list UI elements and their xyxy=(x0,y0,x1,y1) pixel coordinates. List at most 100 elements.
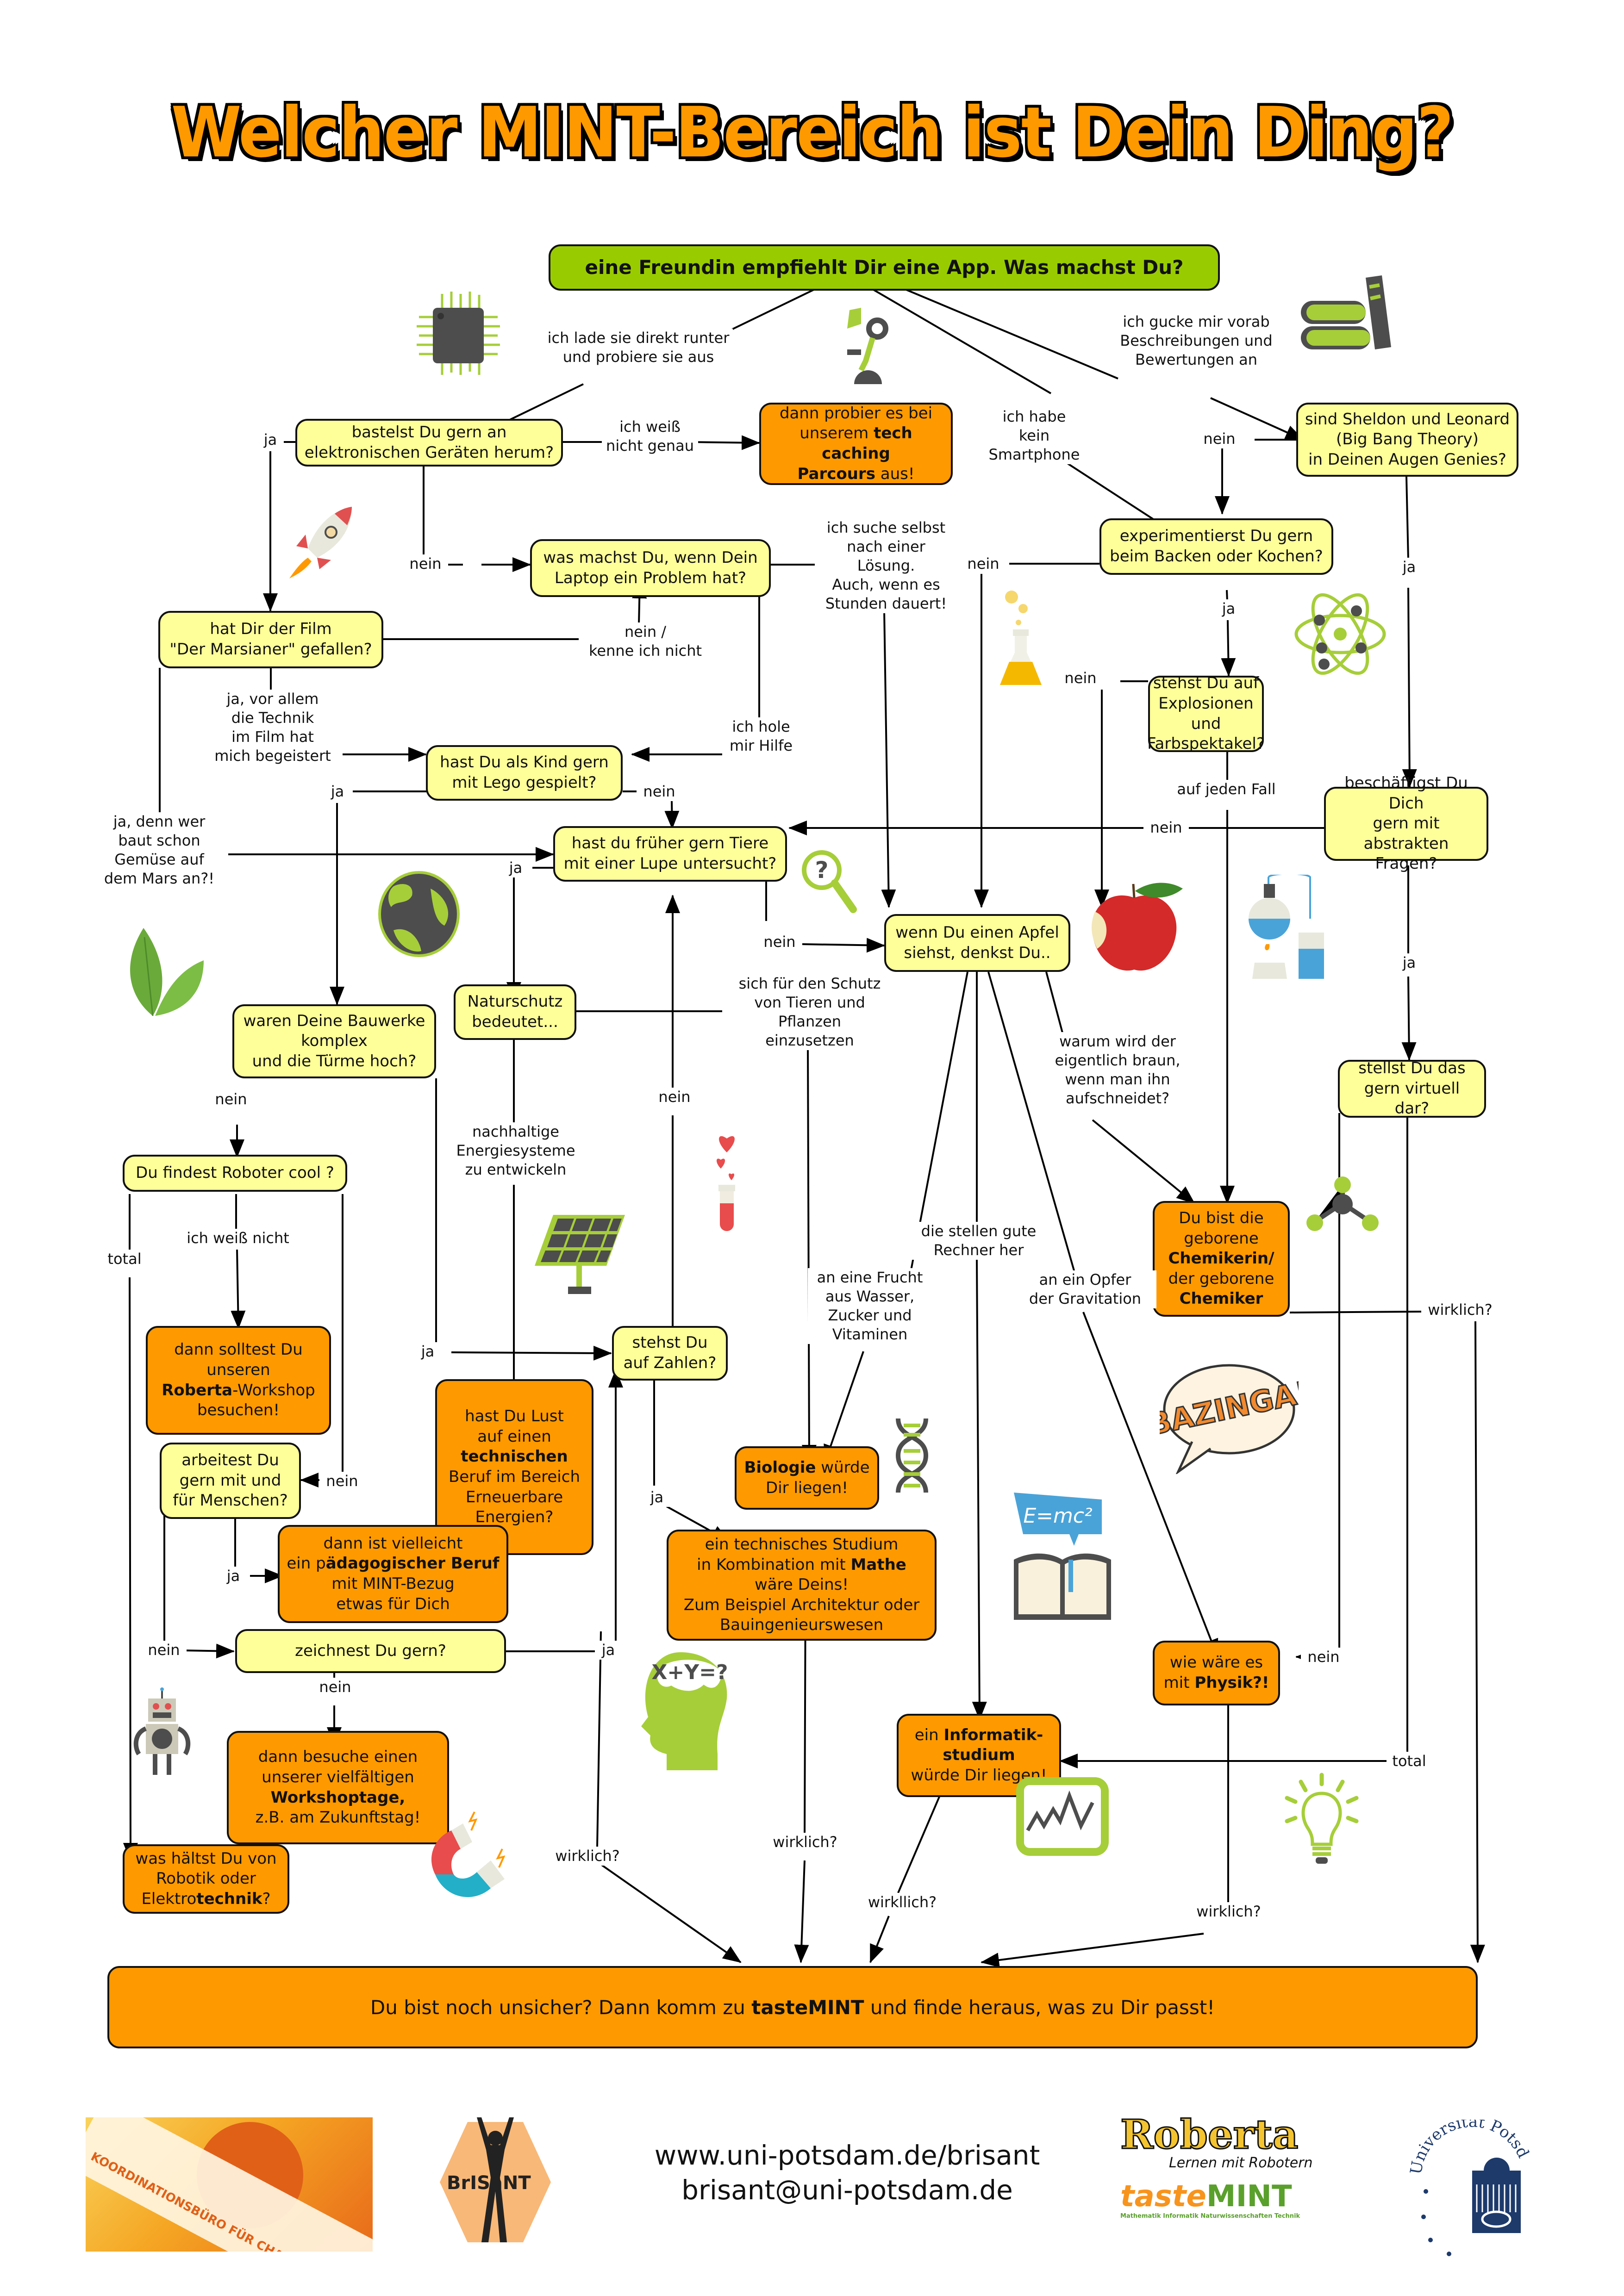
edge-label: ja xyxy=(414,1342,441,1361)
roberta-tagline: Lernen mit Robotern xyxy=(1169,2155,1313,2171)
answer-roberta-workshop[interactable]: dann solltest Du unseren Roberta-Worksho… xyxy=(146,1326,331,1435)
answer-biologie[interactable]: Biologie würde Dir liegen! xyxy=(735,1446,879,1510)
question-roboter[interactable]: Du findest Roboter cool ? xyxy=(123,1155,347,1192)
final-banner[interactable]: Du bist noch unsicher? Dann komm zu tast… xyxy=(107,1966,1478,2048)
tastemint-tagline: Mathematik Informatik Naturwissenschafte… xyxy=(1120,2213,1300,2220)
answer-chemiker[interactable]: Du bist die geborene Chemikerin/ der geb… xyxy=(1153,1201,1290,1317)
question-zahlen[interactable]: stehst Du auf Zahlen? xyxy=(612,1326,728,1381)
email-link[interactable]: brisant@uni-potsdam.de xyxy=(681,2174,1013,2206)
edge-label: ich suche selbst nach einer Lösung. Auch… xyxy=(815,518,957,613)
edge-label: warum wird der eigentlich braun, wenn ma… xyxy=(1042,1032,1193,1108)
answer-text-bold: Mathe xyxy=(850,1555,906,1574)
answer-text-bold: Chemiker xyxy=(1179,1289,1263,1308)
question-marsianer[interactable]: hat Dir der Film "Der Marsianer" gefalle… xyxy=(158,611,383,668)
molecule-icon xyxy=(1306,1176,1379,1231)
dna-icon xyxy=(895,1418,929,1493)
bazinga-speech-bubble-icon: BAZINGA! xyxy=(1160,1364,1299,1474)
uni-potsdam-logo-text: Universität Potsdam xyxy=(1395,2105,1533,2176)
answer-text-bold: technischen xyxy=(461,1447,568,1466)
rocket-icon xyxy=(289,507,352,579)
edge-label: nein xyxy=(961,554,1006,573)
edge-label: nein xyxy=(208,1090,254,1109)
edge-label: ja xyxy=(595,1641,622,1660)
answer-text: der geborene xyxy=(1168,1269,1274,1288)
roberta-tastemint-logos: Roberta Lernen mit Robotern tasteMINT Ma… xyxy=(1120,2114,1315,2254)
answer-text: ? xyxy=(262,1889,271,1908)
question-naturschutz[interactable]: Naturschutz bedeutet... xyxy=(454,984,576,1040)
question-virtuell[interactable]: stellst Du das gern virtuell dar? xyxy=(1338,1059,1486,1118)
answer-workshoptage[interactable]: dann besuche einen unserer vielfältigen … xyxy=(227,1731,449,1844)
books-icon xyxy=(1301,275,1391,349)
edge-label: ja xyxy=(220,1567,247,1586)
edge-label: total xyxy=(102,1250,147,1269)
edge-label: nein / kenne ich nicht xyxy=(579,622,712,660)
answer-text: dann solltest Du unseren xyxy=(174,1340,303,1379)
edge-start-sheldon xyxy=(905,288,1118,380)
edge-label: ja xyxy=(257,430,284,449)
answer-text: dann besuche einen unserer vielfältigen xyxy=(258,1748,418,1786)
thinking-head-icon: X+Y=? xyxy=(641,1652,728,1770)
question-zeichnest[interactable]: zeichnest Du gern? xyxy=(235,1629,506,1673)
love-potion-icon xyxy=(716,1136,735,1231)
edge-label: nein xyxy=(1143,818,1189,837)
edge-label: nein xyxy=(637,782,682,801)
magnet-icon xyxy=(431,1811,506,1898)
question-bauwerke[interactable]: waren Deine Bauwerke komplex und die Tür… xyxy=(232,1004,436,1078)
answer-physik[interactable]: wie wäre es mit Physik?! xyxy=(1153,1641,1280,1705)
question-abstrakt[interactable]: beschäftigst Du Dich gern mit abstrakten… xyxy=(1324,774,1488,873)
footer-contact: www.uni-potsdam.de/brisant brisant@uni-p… xyxy=(639,2138,1056,2208)
answer-text: Beruf im Bereich Erneuerbare Energien? xyxy=(448,1468,580,1527)
question-lupe[interactable]: hast du früher gern Tiere mit einer Lupe… xyxy=(553,826,787,882)
answer-paedagogischer-beruf[interactable]: dann ist vielleicht ein pädagogischer Be… xyxy=(278,1525,508,1623)
leaf-icon xyxy=(130,928,204,1016)
edge-label: an eine Frucht aus Wasser, Zucker und Vi… xyxy=(808,1268,932,1344)
edge-label: ich weiß nicht genau xyxy=(602,417,698,455)
answer-text: z.B. am Zukunftstag! xyxy=(255,1808,421,1827)
answer-text: hast Du Lust auf einen xyxy=(465,1407,564,1446)
flask-icon xyxy=(1000,591,1042,685)
question-bastelst[interactable]: bastelst Du gern an elektronischen Gerät… xyxy=(295,419,563,467)
answer-text: Du bist die geborene xyxy=(1179,1209,1264,1248)
edge-label: ich hole mir Hilfe xyxy=(722,717,800,755)
edge-label: ja xyxy=(1396,953,1423,972)
answer-text-bold: technik xyxy=(196,1889,262,1908)
question-explosionen[interactable]: stehst Du auf Explosionen und Farbspekta… xyxy=(1147,674,1265,753)
final-text-bold: tasteMINT xyxy=(751,1996,864,2019)
website-link[interactable]: www.uni-potsdam.de/brisant xyxy=(654,2140,1040,2171)
answer-text: wie wäre es mit xyxy=(1163,1653,1263,1692)
globe-icon xyxy=(378,871,460,957)
question-sheldon[interactable]: sind Sheldon und Leonard (Big Bang Theor… xyxy=(1296,403,1518,477)
answer-robotik[interactable]: was hältst Du von Robotik oder Elektrote… xyxy=(123,1844,289,1914)
start-question[interactable]: eine Freundin empfiehlt Dir eine App. Wa… xyxy=(549,244,1220,291)
edge-label: nein xyxy=(403,554,448,573)
answer-text: würde Dir liegen! xyxy=(766,1458,870,1497)
question-backen[interactable]: experimentierst Du gern beim Backen oder… xyxy=(1099,518,1333,575)
edge-label: ja xyxy=(643,1488,670,1507)
edge-label: ja xyxy=(324,782,351,801)
lightbulb-icon xyxy=(1285,1773,1359,1864)
edge-label: ja, vor allem die Technik im Film hat mi… xyxy=(204,690,342,765)
edge-label: nein xyxy=(757,933,802,952)
answer-text: mit MINT-Bezug etwas für Dich xyxy=(331,1574,455,1613)
microchip-icon xyxy=(417,292,500,375)
answer-text: -Workshop besuchen! xyxy=(197,1381,315,1420)
question-apfel[interactable]: wenn Du einen Apfel siehst, denkst Du.. xyxy=(884,914,1070,972)
chart-monitor-icon xyxy=(1016,1777,1109,1856)
answer-mathe-studium[interactable]: ein technisches Studium in Kombination m… xyxy=(667,1530,937,1641)
answer-text: aus! xyxy=(875,464,915,483)
edge-label: nein xyxy=(141,1641,187,1660)
edge-label: wirkllich? xyxy=(861,1893,943,1912)
edge-label: wirklich? xyxy=(549,1847,626,1866)
edge-label: nein xyxy=(1197,429,1242,448)
edge-label: ich weiß nicht xyxy=(174,1229,302,1248)
answer-tech-caching[interactable]: dann probier es bei unserem tech caching… xyxy=(759,403,953,485)
edge-label: nein xyxy=(319,1472,365,1491)
edge-label: nein xyxy=(312,1678,358,1697)
equation-text: X+Y=? xyxy=(651,1661,728,1684)
question-laptop[interactable]: was machst Du, wenn Dein Laptop ein Prob… xyxy=(530,539,771,597)
edge-label: ja xyxy=(1396,558,1423,577)
tastemint-logo: tasteMINT xyxy=(1120,2180,1315,2213)
question-menschen[interactable]: arbeitest Du gern mit und für Menschen? xyxy=(160,1443,301,1519)
question-lego[interactable]: hast Du als Kind gern mit Lego gespielt? xyxy=(426,745,623,801)
answer-text: dann ist vielleicht ein p xyxy=(287,1534,463,1573)
